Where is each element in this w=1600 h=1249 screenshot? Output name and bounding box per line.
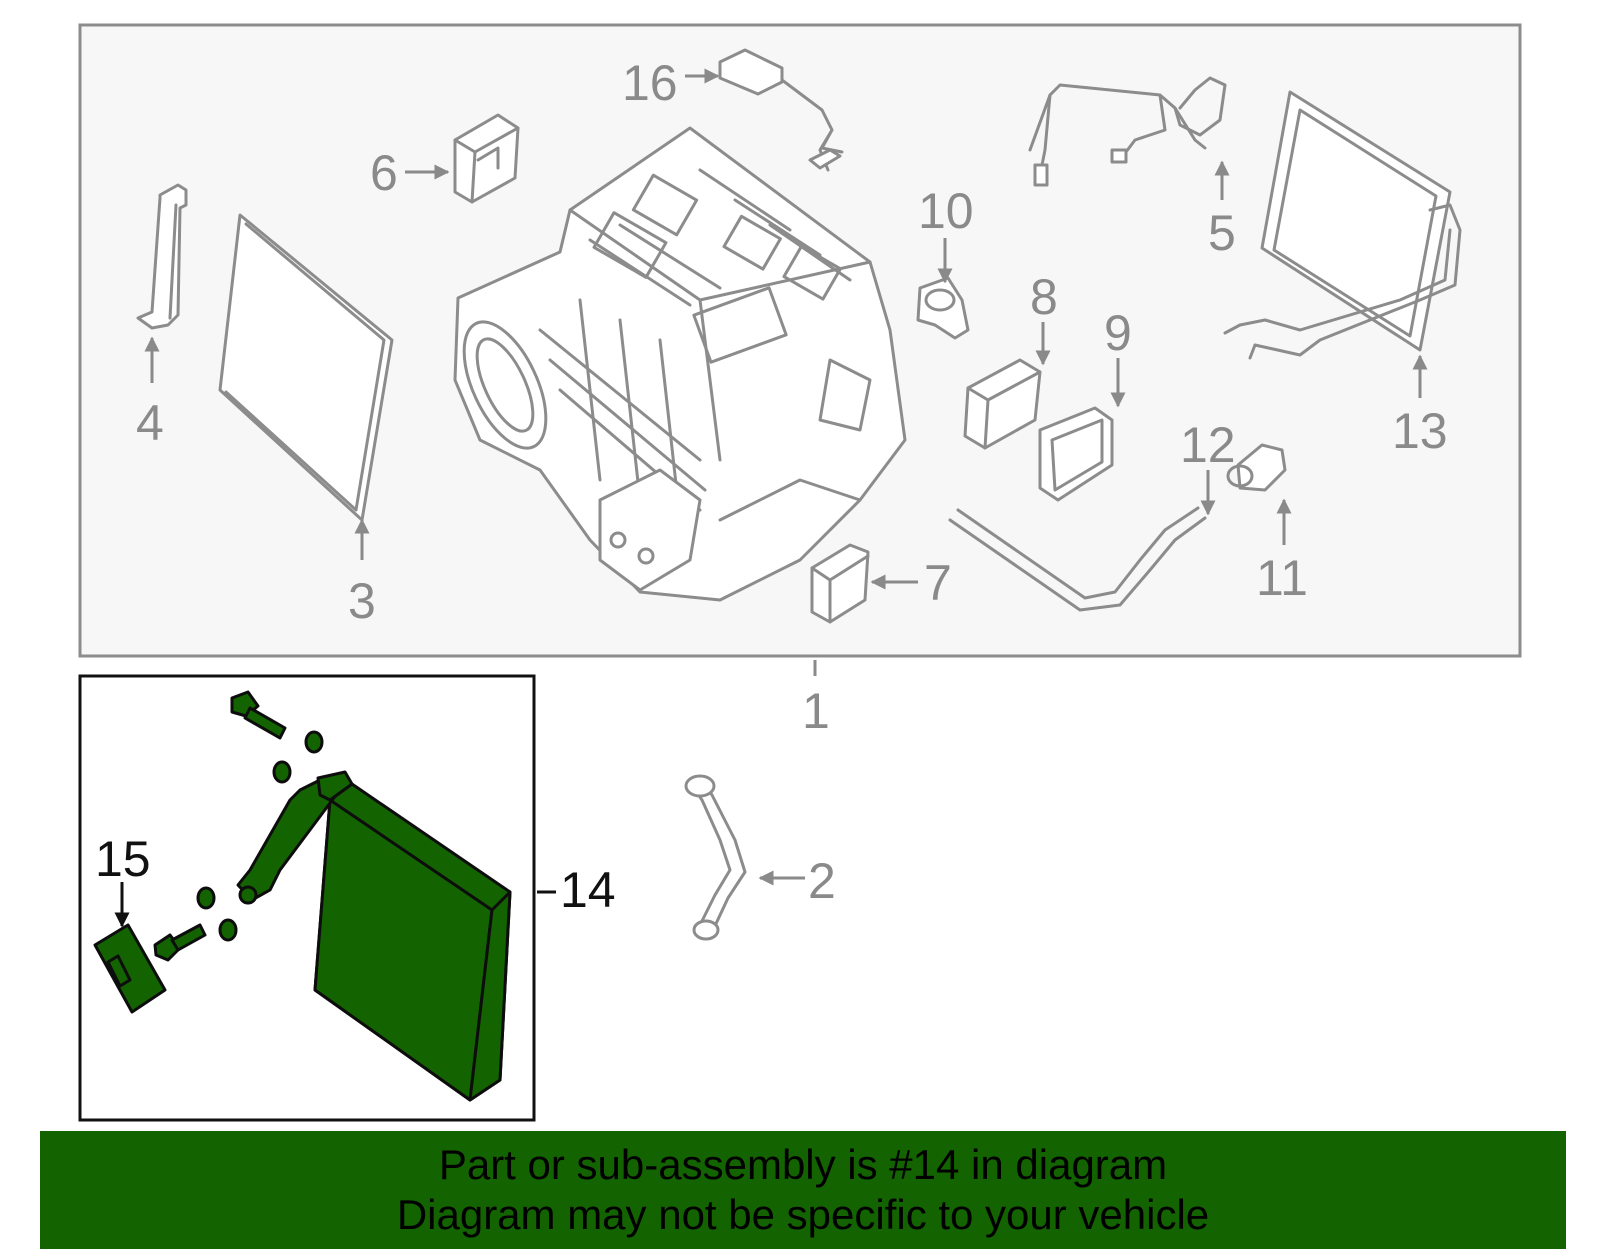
part-12-tube[interactable] <box>948 506 1207 612</box>
callout-12: 12 <box>1180 417 1236 473</box>
callout-9: 9 <box>1104 305 1132 361</box>
part-2-pipe[interactable] <box>684 774 747 941</box>
part-6-actuator[interactable] <box>453 113 520 204</box>
callout-6: 6 <box>370 145 398 201</box>
callout-16: 16 <box>622 55 678 111</box>
callout-1: 1 <box>802 683 830 739</box>
callout-10: 10 <box>918 183 974 239</box>
info-banner: Part or sub-assembly is #14 in diagram D… <box>40 1131 1566 1249</box>
callout-8: 8 <box>1030 269 1058 325</box>
part-16-sensor-harness[interactable] <box>718 48 844 172</box>
part-14-evaporator[interactable] <box>236 770 512 1102</box>
callout-15: 15 <box>95 831 151 887</box>
callout-7: 7 <box>924 555 952 611</box>
part-7-module[interactable] <box>810 543 870 624</box>
part-4-bracket[interactable] <box>136 183 188 330</box>
part-1-hvac-case[interactable] <box>447 126 907 602</box>
banner-line-2: Diagram may not be specific to your vehi… <box>396 1191 1210 1238</box>
callout-11: 11 <box>1256 550 1308 606</box>
part-14-hardware[interactable] <box>153 690 324 962</box>
callout-3: 3 <box>348 573 376 629</box>
part-15-sensor[interactable] <box>93 923 167 1014</box>
callout-4: 4 <box>136 395 164 451</box>
part-11-sensor[interactable] <box>1226 443 1287 492</box>
banner-line-1: Part or sub-assembly is #14 in diagram <box>438 1141 1168 1188</box>
callout-14: 14 <box>560 862 616 918</box>
part-5-wire-harness[interactable] <box>1028 76 1227 187</box>
callout-2: 2 <box>808 853 836 909</box>
callout-13: 13 <box>1392 403 1448 459</box>
part-13-heater-core[interactable] <box>1223 90 1462 360</box>
part-8-module[interactable] <box>963 358 1042 450</box>
callout-5: 5 <box>1208 205 1236 261</box>
part-9-control-unit[interactable] <box>1038 406 1114 502</box>
